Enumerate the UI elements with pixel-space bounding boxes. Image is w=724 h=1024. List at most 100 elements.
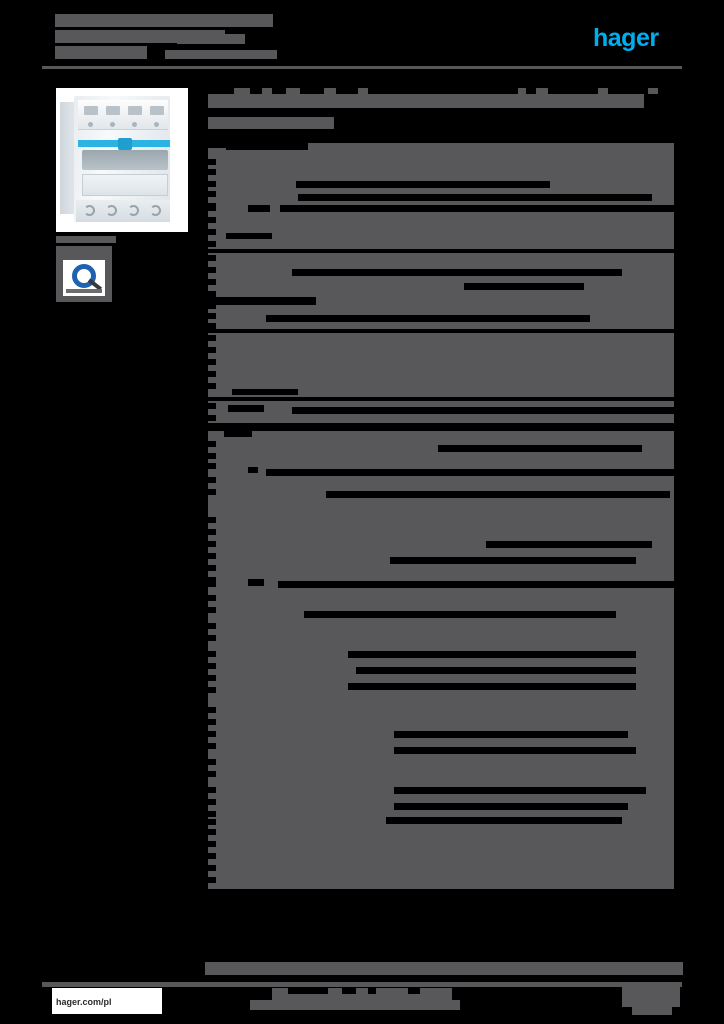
redaction-bar	[348, 683, 636, 690]
hager-wordmark-icon: hager	[593, 25, 660, 51]
row-divider	[208, 181, 216, 187]
row-divider	[208, 347, 216, 353]
spec-section-3	[208, 333, 674, 397]
row-divider	[208, 203, 216, 211]
row-divider	[208, 267, 216, 273]
row-divider	[208, 635, 216, 641]
clamp	[84, 205, 95, 216]
footer-notch	[368, 988, 376, 994]
product-label-window	[82, 174, 168, 196]
redaction-bar	[394, 787, 646, 794]
redaction-bar	[292, 407, 674, 414]
title-notch	[300, 88, 324, 94]
certification-block	[56, 246, 112, 302]
title-notch	[368, 88, 518, 94]
footer-notch	[288, 988, 328, 994]
title-notch	[336, 88, 358, 94]
screw	[88, 122, 93, 127]
row-divider	[208, 651, 216, 657]
row-divider	[208, 303, 216, 309]
certification-logo	[63, 260, 105, 296]
row-divider	[208, 787, 216, 793]
row-divider	[208, 743, 216, 749]
row-divider	[208, 191, 216, 197]
footer-center-text-2	[250, 1000, 460, 1010]
redaction-bar	[226, 233, 272, 239]
screw	[132, 122, 137, 127]
spec-section-1	[208, 143, 674, 249]
title-notch	[644, 94, 674, 108]
redaction-bar	[326, 491, 670, 498]
product-toggle-lever	[82, 150, 168, 170]
row-divider	[208, 517, 216, 523]
clamp	[106, 205, 117, 216]
row-divider	[208, 415, 216, 421]
row-divider	[208, 663, 216, 669]
clamp	[150, 205, 161, 216]
document-title	[55, 14, 277, 59]
redaction-bar	[226, 143, 308, 150]
page-subtitle	[208, 117, 334, 129]
row-divider	[208, 477, 216, 483]
page-header: hager	[0, 0, 724, 76]
title-fragment-a	[177, 34, 245, 44]
redaction-bar	[464, 283, 584, 290]
redaction-bar	[394, 747, 636, 754]
row-divider	[208, 323, 216, 329]
footer-url[interactable]: hager.com/pl	[56, 997, 112, 1007]
row-divider	[208, 241, 216, 247]
row-divider	[208, 799, 216, 805]
screw	[154, 122, 159, 127]
footer-right-text-2	[632, 1007, 672, 1015]
title-notch	[658, 88, 674, 94]
row-divider	[208, 541, 216, 547]
product-side-rail	[60, 102, 78, 214]
row-divider	[208, 841, 216, 847]
header-divider	[42, 66, 682, 69]
spec-section-4	[208, 401, 674, 423]
row-divider	[208, 255, 216, 261]
title-notch	[272, 88, 286, 94]
redaction-bar	[208, 297, 316, 305]
row-divider	[208, 453, 216, 459]
row-divider	[208, 403, 216, 409]
certification-caption	[66, 289, 102, 293]
spec-section-6	[208, 589, 674, 825]
terminal	[84, 106, 98, 115]
product-photo-caption	[56, 236, 116, 243]
redaction-bar	[232, 389, 298, 395]
footer-notch	[342, 988, 356, 994]
redaction-bar	[486, 541, 652, 548]
redaction-bar	[266, 315, 590, 322]
redaction-bar	[280, 205, 674, 212]
row-divider	[208, 853, 216, 859]
row-divider	[208, 829, 216, 835]
redaction-bar	[228, 405, 264, 412]
row-divider	[208, 383, 216, 389]
title-notch	[250, 88, 262, 94]
terminal	[106, 106, 120, 115]
redaction-bar	[348, 651, 636, 658]
footer-note	[205, 962, 683, 975]
row-divider	[208, 217, 216, 223]
footer-right-text	[622, 985, 680, 1007]
product-photo	[56, 88, 188, 232]
title-notch	[208, 88, 234, 94]
row-divider	[208, 771, 216, 777]
footer-center-text	[272, 988, 452, 1000]
redaction-bar	[266, 469, 674, 476]
row-divider	[208, 291, 216, 297]
row-divider	[208, 731, 216, 737]
title-notch	[548, 88, 598, 94]
row-divider	[208, 811, 216, 817]
redaction-bar	[224, 431, 252, 437]
row-divider	[208, 675, 216, 681]
svg-text:hager: hager	[593, 25, 659, 51]
redaction-bar	[356, 667, 636, 674]
redaction-bar	[298, 194, 652, 201]
footer-url-box[interactable]: hager.com/pl	[52, 988, 162, 1014]
redaction-bar	[248, 205, 270, 212]
redaction-bar	[292, 269, 622, 276]
screw	[110, 122, 115, 127]
